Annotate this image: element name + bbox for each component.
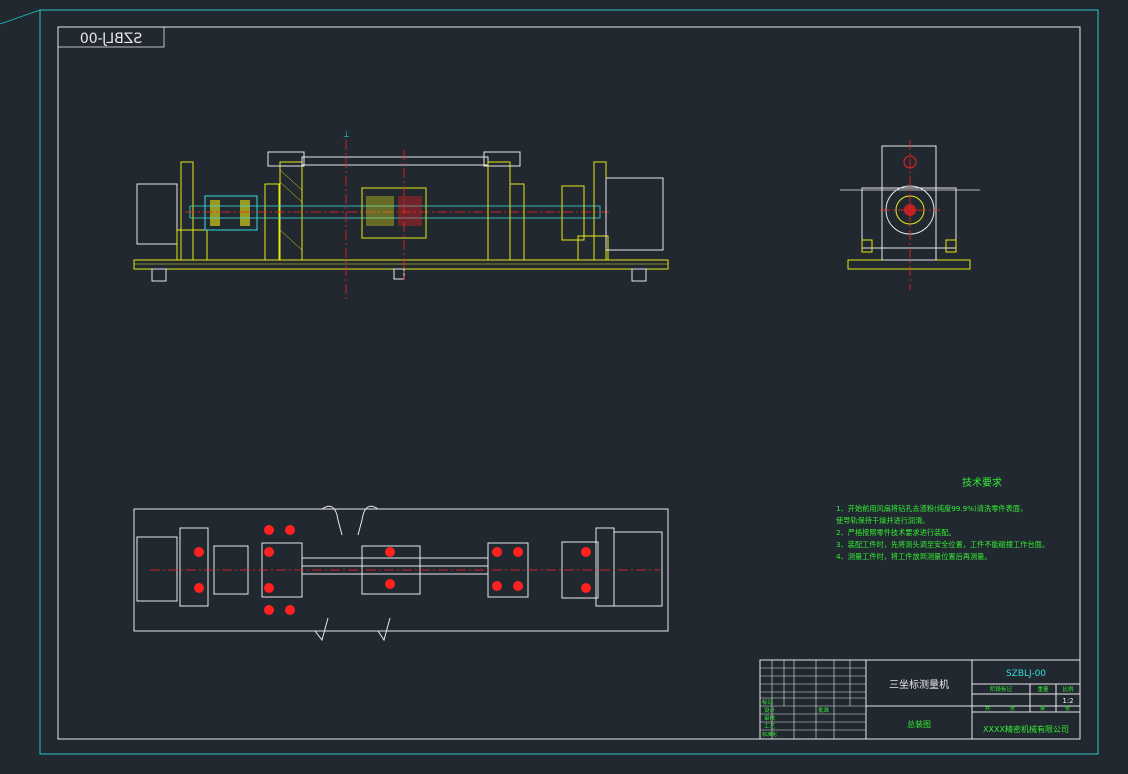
drawing-subtitle: 总装图 bbox=[907, 719, 931, 729]
carriage bbox=[361, 187, 427, 239]
side-base bbox=[847, 259, 971, 270]
lead-screw bbox=[189, 205, 601, 219]
svg-text:⊥: ⊥ bbox=[343, 130, 350, 139]
foot-left bbox=[151, 268, 167, 282]
coupling-left bbox=[204, 195, 258, 231]
tech-note-2: 使导轨保持干燥并进行润滑。 bbox=[836, 516, 929, 525]
tech-note-3: 2、严格按照零件技术要求进行装配。 bbox=[836, 528, 956, 537]
sheet-border bbox=[39, 9, 1099, 755]
side-view bbox=[840, 140, 980, 290]
support-block-3 bbox=[487, 161, 511, 261]
support-block-2 bbox=[279, 161, 303, 261]
sheet-corner-line bbox=[0, 9, 41, 25]
guide-rod-top bbox=[301, 156, 489, 166]
top-rail-1 bbox=[301, 557, 489, 567]
title-block: 标记 设计 审核 工艺 标准化 批准 三坐标测量机 总装图 SZBLJ-00 阶… bbox=[759, 659, 1081, 740]
front-view: ⊥ bbox=[133, 130, 669, 300]
top-view bbox=[133, 505, 669, 642]
top-motor-right bbox=[613, 531, 663, 607]
company-name: XXXX精密机械有限公司 bbox=[983, 724, 1069, 734]
support-block-1 bbox=[264, 183, 280, 261]
drawing-name: 三坐标测量机 bbox=[889, 678, 949, 691]
bracket-left bbox=[180, 161, 194, 261]
code-mirrored-text: SZBLJ-00 bbox=[80, 31, 142, 47]
coupling-right bbox=[561, 185, 585, 241]
header-scale: 比例 bbox=[1062, 685, 1074, 693]
sign-row-3: 审核 bbox=[764, 714, 776, 722]
tech-title: 技术要求 bbox=[962, 476, 1002, 489]
footer-total: 共 bbox=[985, 705, 990, 712]
sign-row-1: 标记 bbox=[762, 698, 774, 706]
tech-note-4: 3、装配工件时，先将测头调至安全位置，工件不能碰撞工作台面。 bbox=[836, 540, 1049, 549]
foot-mid bbox=[393, 268, 405, 280]
header-stage: 阶段标记 bbox=[990, 685, 1013, 693]
top-view-outline bbox=[133, 508, 669, 632]
drawing-code: SZBLJ-00 bbox=[1006, 669, 1046, 679]
sign-row-2: 设计 bbox=[764, 706, 776, 714]
sign-row-5: 标准化 bbox=[762, 731, 777, 738]
footer-sheet-2: 张 bbox=[1065, 705, 1070, 712]
footer-sheet: 张 bbox=[1010, 705, 1015, 712]
scale-value: 1:2 bbox=[1062, 697, 1073, 705]
base-plate bbox=[133, 259, 669, 270]
foot-right bbox=[631, 268, 647, 282]
side-frame bbox=[881, 145, 937, 261]
footer-no: 第 bbox=[1040, 705, 1045, 712]
tech-note-1: 1、开始前用风扇将钻孔去渣粉(纯度99.9%)清洗零件表面， bbox=[836, 504, 1027, 513]
code-box bbox=[57, 26, 165, 48]
sign-row-6: 批准 bbox=[818, 706, 830, 714]
motor-left bbox=[136, 183, 178, 245]
motor-right bbox=[605, 177, 664, 251]
technical-requirements: 技术要求 1、开始前用风扇将钻孔去渣粉(纯度99.9%)清洗零件表面， 使导轨保… bbox=[836, 476, 1049, 561]
header-weight: 重量 bbox=[1037, 685, 1049, 693]
title-block-frame bbox=[759, 659, 1081, 740]
sign-row-4: 工艺 bbox=[764, 723, 776, 730]
tech-note-5: 4、测量工件时，将工件放到测量位置后再测量。 bbox=[836, 552, 992, 561]
drawing-frame bbox=[57, 26, 1081, 740]
top-motor-left bbox=[136, 536, 178, 602]
